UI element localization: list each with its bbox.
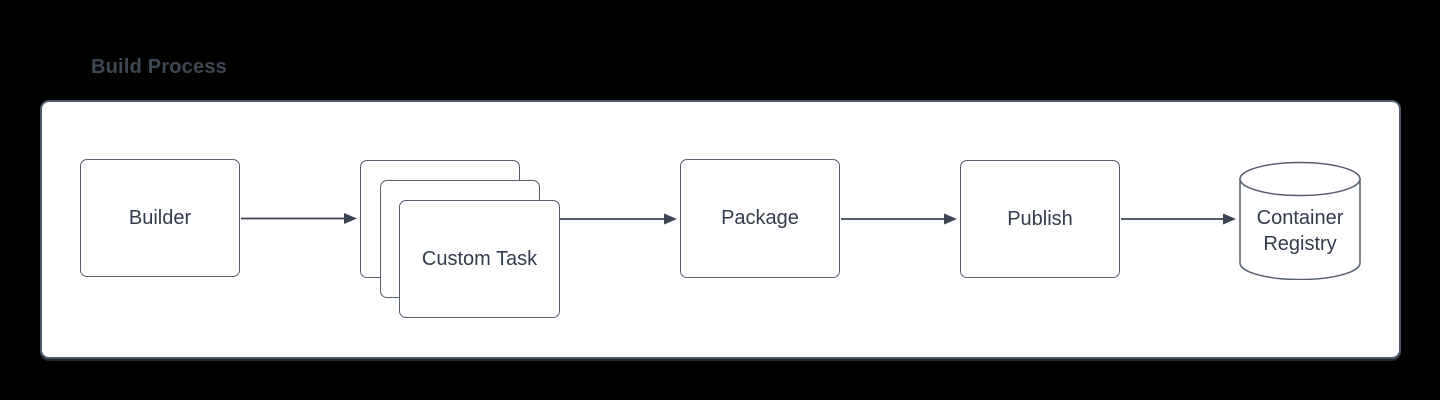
node-builder-label: Builder — [128, 206, 192, 229]
diagram-title: Build Process — [91, 56, 227, 78]
node-custom-task-label: Custom Task — [421, 247, 538, 270]
node-custom-task[interactable]: Custom Task — [399, 200, 560, 318]
cylinder-shape-icon — [1239, 161, 1361, 280]
node-package-label: Package — [721, 207, 799, 229]
node-container-registry-label: Container Registry — [1256, 206, 1344, 255]
node-builder[interactable]: Builder — [80, 159, 240, 277]
node-container-registry[interactable]: Container Registry — [1239, 161, 1361, 280]
node-publish[interactable]: Publish — [960, 160, 1120, 278]
node-package[interactable]: Package — [680, 159, 840, 278]
node-publish-label: Publish — [1007, 207, 1073, 230]
